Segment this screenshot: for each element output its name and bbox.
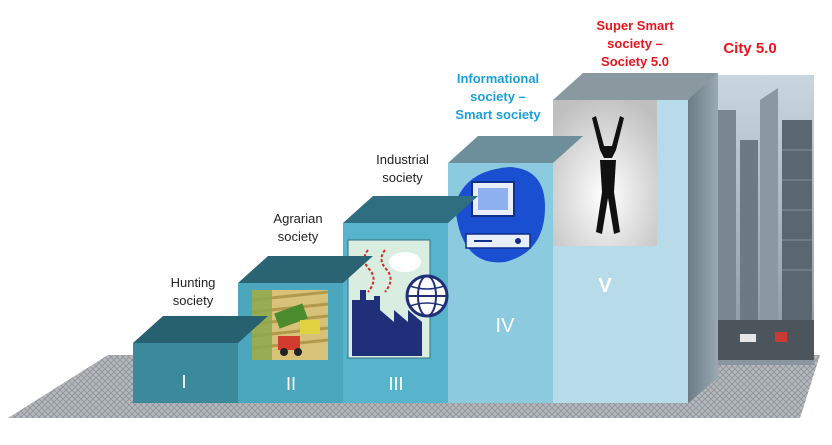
triumphant-person-icon: [553, 100, 657, 246]
step-2: [238, 256, 373, 403]
step-1: [133, 316, 268, 403]
step-5: [553, 73, 718, 403]
label-agrarian-society: Agrarian society: [273, 211, 323, 244]
numeral-3: III: [388, 374, 403, 394]
globe-icon: [405, 274, 449, 318]
numeral-4: IV: [496, 315, 516, 337]
label-city-5-0: City 5.0: [723, 40, 777, 57]
numeral-1: I: [181, 372, 186, 392]
label-informational-society: Informational society – Smart society: [455, 71, 541, 122]
computer-icon: [455, 167, 545, 263]
label-super-smart-society: Super Smart society – Society 5.0: [596, 18, 674, 69]
numeral-2: II: [286, 374, 296, 394]
label-industrial-society: Industrial society: [376, 152, 429, 185]
farm-harvest-icon: [251, 290, 329, 360]
numeral-5: V: [598, 275, 612, 297]
label-hunting-society: Hunting society: [170, 275, 216, 308]
